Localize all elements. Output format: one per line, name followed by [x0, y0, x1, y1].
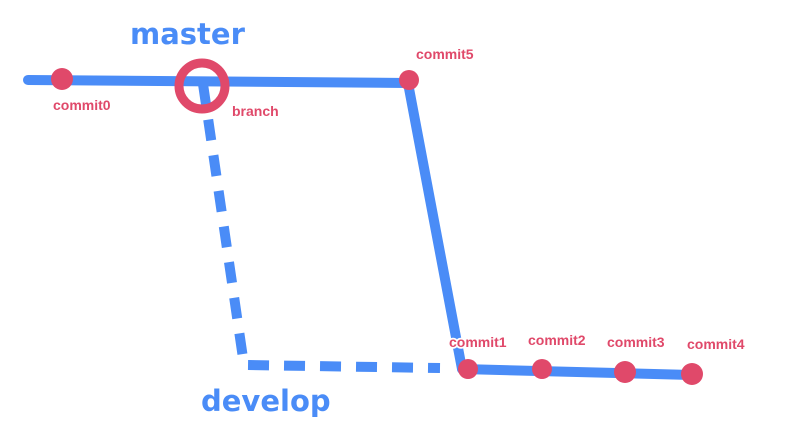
- commit5-node: [399, 70, 419, 90]
- commit1-label: commit1: [449, 334, 507, 350]
- commit1-node: [458, 359, 478, 379]
- master-label: master: [130, 17, 246, 51]
- commit2-label: commit2: [528, 332, 586, 348]
- commit0-node: [51, 68, 73, 90]
- branch-point-ring: [174, 58, 230, 114]
- commit4-label: commit4: [687, 336, 745, 352]
- master-line: [23, 75, 413, 88]
- branch-label: branch: [232, 103, 279, 119]
- commit3-label: commit3: [607, 334, 665, 350]
- develop-trunk-line: [457, 364, 697, 380]
- commit4-node: [681, 363, 703, 385]
- develop-label: develop: [201, 384, 331, 418]
- commit2-node: [532, 359, 552, 379]
- commit0-label: commit0: [53, 97, 111, 113]
- commit3-node: [614, 361, 636, 383]
- merge-line: [403, 78, 467, 374]
- develop-dashed-line: [198, 83, 441, 373]
- commit5-label: commit5: [416, 46, 474, 62]
